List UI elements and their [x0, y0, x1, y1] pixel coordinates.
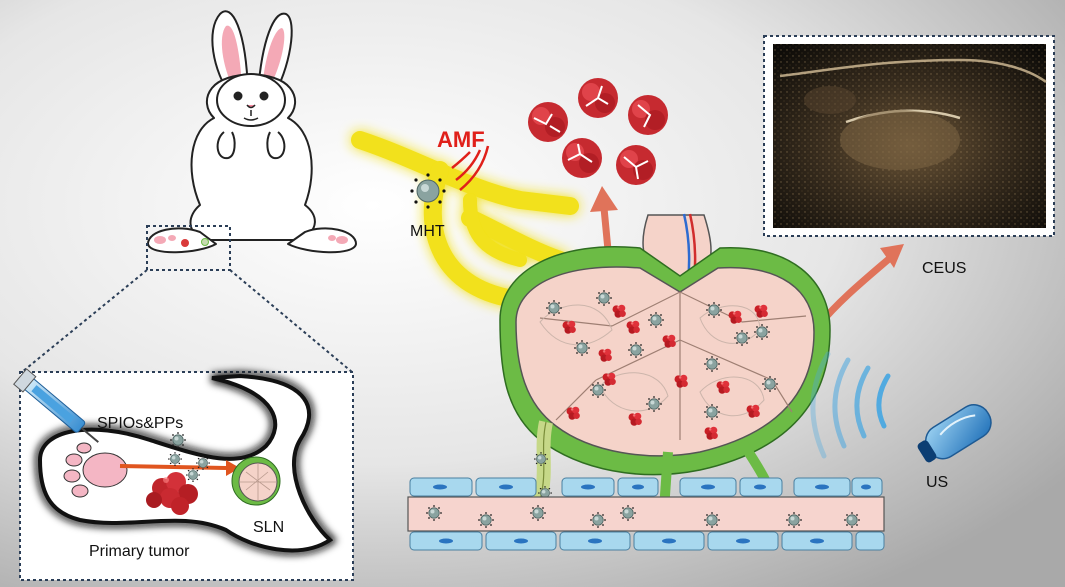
label-sln: SLN — [253, 519, 284, 536]
sln-mini — [231, 456, 281, 506]
label-ceus: CEUS — [922, 260, 966, 277]
ceus-image-panel — [763, 35, 1055, 237]
inset-panel — [13, 368, 354, 581]
label-primary-tumor: Primary tumor — [89, 543, 190, 560]
label-spios: SPIOs&PPs — [97, 415, 183, 432]
amf-waves — [451, 145, 490, 191]
label-amf: AMF — [437, 127, 485, 152]
label-us: US — [926, 474, 948, 491]
zoom-line-right — [229, 269, 353, 373]
primary-tumor-cluster — [146, 472, 198, 515]
zoom-line-left — [21, 269, 148, 373]
ultrasound-probe — [810, 351, 992, 463]
zoom-box-foot — [146, 225, 231, 271]
syringe — [13, 368, 99, 443]
rabbit-illustration — [147, 10, 357, 254]
label-mht: MHT — [410, 223, 445, 240]
blood-vessel — [407, 477, 885, 551]
mht-nanoparticle — [410, 173, 446, 209]
tumor-fragments — [528, 78, 668, 185]
